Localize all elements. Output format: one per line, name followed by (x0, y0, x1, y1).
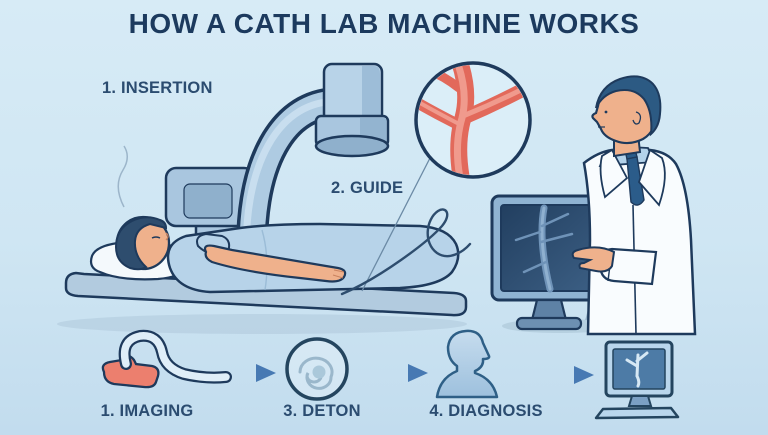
label-guide: 2. GUIDE (331, 179, 404, 197)
arrow-icon (514, 366, 594, 384)
label-imaging: 1. IMAGING (100, 402, 194, 420)
table-shadow (57, 314, 467, 334)
vessel-magnifier-inset (414, 61, 532, 179)
catheter-icon (101, 329, 232, 389)
monitor-illustration (490, 194, 618, 333)
page-title: HOW A CATH LAB MACHINE WORKS (128, 8, 640, 39)
label-diagnosis: 4. DIAGNOSIS (429, 402, 543, 420)
label-deton: 3. DETON (283, 402, 361, 420)
patient-illustration (114, 215, 460, 294)
diagnostic-monitor-icon (594, 340, 680, 420)
xray-detector-head (314, 62, 390, 158)
label-insertion: 1. INSERTION (102, 79, 213, 97)
arrow-icon (358, 364, 428, 382)
steam-line (117, 145, 128, 208)
keyboard-icon (594, 406, 680, 420)
catheter-guide-wire (340, 157, 472, 296)
patient-table (64, 271, 468, 317)
spiral-detector-icon (285, 337, 349, 401)
arrow-icon (228, 364, 276, 382)
doctor-illustration (571, 75, 697, 336)
patient-silhouette-icon (435, 329, 499, 399)
